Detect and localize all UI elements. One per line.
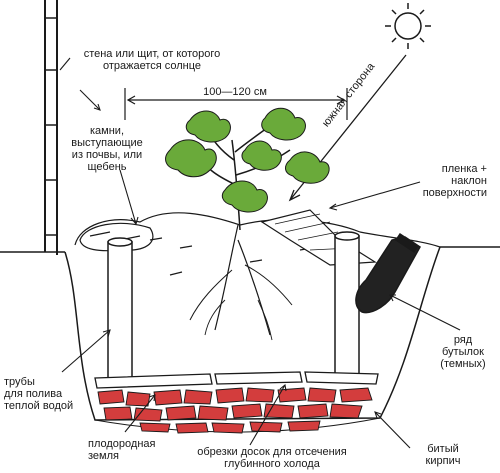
boards-label-line: обрезки досок для отсечения <box>197 446 347 458</box>
film-label-line: поверхности <box>422 187 487 199</box>
brick-label: битый кирпич <box>415 443 471 467</box>
wall-label-line: отражается солнце <box>102 60 202 72</box>
pipes-label: трубы для полива теплой водой <box>4 376 73 412</box>
sun-icon <box>385 3 431 49</box>
stones-label-line: выступающие <box>71 137 143 149</box>
boards-label: обрезки досок для отсечения глубинного х… <box>182 446 362 470</box>
pipe-icon <box>107 237 133 383</box>
stones-label-line: из почвы, или <box>71 149 143 161</box>
bottle-icon <box>355 232 421 314</box>
film-label: пленка + наклон поверхности <box>395 163 487 199</box>
width-dimension <box>124 88 348 120</box>
wall-label-line: стена или щит, от которого <box>83 48 221 60</box>
pipes-label-line: для полива <box>4 388 63 400</box>
bottles-label-line: (темных) <box>440 358 486 370</box>
brick-label-line: кирпич <box>425 455 461 467</box>
film-label-line: наклон <box>451 175 487 187</box>
broken-brick <box>97 387 373 434</box>
boards <box>94 371 379 389</box>
wall <box>44 0 58 255</box>
stones-label-line: камни, <box>89 125 124 137</box>
leader-lines <box>59 57 461 449</box>
boards-label-line: глубинного холода <box>224 458 320 470</box>
fertile-label: плодородная земля <box>88 438 155 462</box>
width-label-text: 100—120 см <box>203 86 267 98</box>
width-label: 100—120 см <box>195 86 275 98</box>
stones-label: камни, выступающие из почвы, или щебень <box>62 125 152 173</box>
film-label-line: пленка + <box>441 163 487 175</box>
leaves <box>165 107 330 213</box>
bottles-label: ряд бутылок (темных) <box>430 334 496 370</box>
fertile-label-line: плодородная <box>88 438 156 450</box>
pipes-label-line: теплой водой <box>4 400 74 412</box>
fertile-label-line: земля <box>88 450 119 462</box>
stones-label-line: щебень <box>87 161 127 173</box>
wall-label: стена или щит, от которого отражается со… <box>72 48 232 72</box>
bottles-label-line: ряд <box>453 334 473 346</box>
pipes-label-line: трубы <box>4 376 35 388</box>
bottles-label-line: бутылок <box>442 346 484 358</box>
pipe-icon <box>334 231 360 377</box>
brick-label-line: битый <box>427 443 459 455</box>
